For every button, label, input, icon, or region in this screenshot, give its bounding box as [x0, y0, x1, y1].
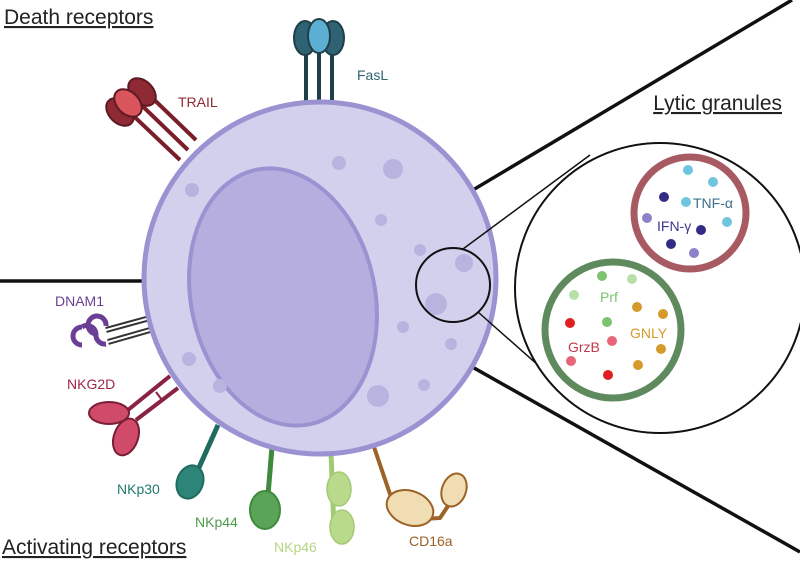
cytoplasm-vesicles: [182, 156, 473, 407]
cytokine-granule: [630, 153, 750, 273]
dnam1-receptor: [70, 313, 151, 348]
nkg2d-receptor: [88, 374, 180, 457]
heading-activating-receptors: Activating receptors: [2, 536, 186, 559]
label-nkp44: NKp44: [195, 514, 238, 530]
trail-receptor: [105, 77, 198, 162]
label-nkg2d: NKG2D: [67, 376, 115, 392]
label-tnf-alpha: TNF-α: [693, 195, 733, 211]
cytotoxic-granule: [541, 258, 685, 402]
heading-lytic-granules: Lytic granules: [653, 92, 782, 115]
label-prf: Prf: [600, 289, 618, 305]
nucleus: [187, 166, 379, 428]
label-ifn-gamma: IFN-γ: [657, 218, 691, 234]
label-gnly: GNLY: [630, 325, 668, 341]
label-fasl: FasL: [357, 67, 388, 83]
nkp46-receptor: [326, 451, 355, 545]
label-cd16a: CD16a: [409, 533, 453, 549]
cd16a-receptor: [372, 446, 468, 527]
label-grzb: GrzB: [568, 339, 600, 355]
label-nkp30: NKp30: [117, 481, 160, 497]
nkp30-receptor: [175, 423, 221, 500]
nkp44-receptor: [249, 446, 281, 530]
label-trail: TRAIL: [178, 94, 218, 110]
nk-cell: [141, 99, 499, 457]
label-dnam1: DNAM1: [55, 293, 104, 309]
heading-death-receptors: Death receptors: [4, 6, 153, 29]
fasl-receptor: [293, 18, 345, 105]
label-nkp46: NKp46: [274, 539, 317, 555]
